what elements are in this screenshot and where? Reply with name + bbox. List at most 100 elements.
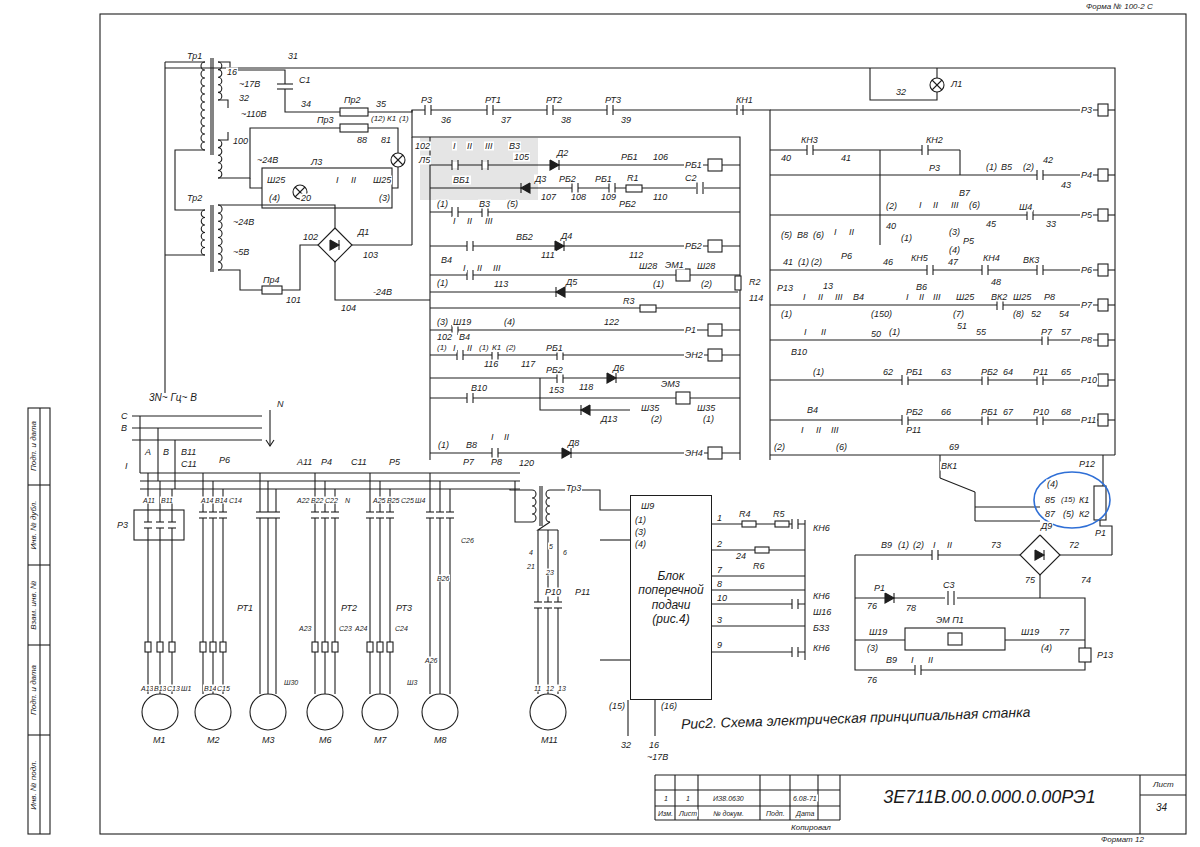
contact-gap — [555, 602, 561, 608]
schematic-label: А26 — [424, 657, 438, 664]
relay-coil — [708, 240, 722, 252]
contact-symbol — [907, 375, 908, 385]
relay-coil — [1098, 209, 1108, 221]
schematic-label: А11 — [296, 458, 313, 467]
schematic-label: С1 — [298, 76, 312, 85]
stamp-field-label: Инв. № дубл. — [30, 499, 38, 550]
transformer-winding — [218, 62, 222, 100]
contact-symbol — [1042, 170, 1043, 180]
schematic-label: (1) — [652, 280, 665, 289]
schematic-label: (5) — [506, 200, 519, 209]
contact-symbol — [554, 601, 562, 602]
schematic-label: (1) — [897, 541, 910, 550]
schematic-label: Ш4 — [1018, 203, 1033, 212]
wire — [139, 416, 140, 473]
contact-gap — [452, 209, 458, 215]
wire — [132, 427, 262, 428]
schematic-label: Р13 — [776, 284, 794, 293]
schematic-label: (3) — [436, 318, 449, 327]
contact-symbol — [462, 350, 463, 360]
relay-coil — [1098, 104, 1108, 116]
contact-symbol — [1036, 170, 1037, 180]
schematic-label: I — [932, 541, 937, 550]
schematic-label: 1 — [685, 795, 691, 802]
schematic-label: 69 — [948, 443, 960, 452]
title-block-line — [674, 775, 675, 820]
wire — [712, 651, 805, 652]
wire — [218, 132, 228, 140]
contact-symbol — [168, 527, 176, 528]
solenoid-coil — [676, 392, 690, 404]
wire — [282, 245, 318, 290]
schematic-label: Ш19 — [1020, 628, 1040, 637]
schematic-label: 38 — [560, 116, 572, 125]
contact-gap — [425, 107, 431, 113]
contact-gap — [1037, 267, 1043, 273]
contact-symbol — [492, 105, 493, 115]
schematic-label: (8) — [1012, 310, 1025, 319]
contact-gap — [332, 512, 338, 518]
schematic-label: N — [276, 400, 285, 409]
schematic-label: К1 — [386, 115, 397, 123]
schematic-label: 101 — [285, 296, 302, 305]
contact-symbol — [1002, 300, 1003, 310]
schematic-label: 21 — [526, 563, 536, 570]
wire — [879, 150, 880, 245]
schematic-label: Ш28 — [696, 262, 716, 271]
contact-gap — [607, 107, 613, 113]
schematic-label: М11 — [540, 736, 559, 745]
contact-gap — [927, 267, 933, 273]
wire — [804, 520, 805, 660]
schematic-label: 36 — [440, 116, 452, 125]
schematic-label: КН1 — [735, 96, 754, 105]
schematic-label: (6) — [835, 443, 848, 452]
schematic-label: К2 — [1078, 510, 1090, 519]
contact-symbol — [987, 265, 988, 275]
schematic-label: 23 — [545, 569, 555, 576]
wire — [1108, 269, 1115, 270]
thermal-element — [169, 642, 175, 652]
schematic-label: Р11 — [1080, 416, 1097, 425]
contact-symbol — [430, 105, 431, 115]
wire — [1108, 339, 1115, 340]
schematic-label: I — [124, 462, 129, 471]
diode-bar — [1043, 550, 1044, 560]
contact-symbol — [436, 517, 444, 518]
thermal-element — [210, 642, 216, 652]
schematic-label: 117 — [520, 360, 536, 369]
schematic-label: В11 — [160, 497, 174, 504]
schematic-label: М2 — [206, 736, 221, 745]
schematic-label: 76 — [866, 602, 878, 611]
schematic-label: Р11 — [905, 426, 922, 435]
resistor-symbol — [755, 547, 769, 553]
schematic-label: С — [120, 412, 129, 421]
schematic-label: Д2 — [556, 149, 569, 158]
wire — [132, 415, 262, 416]
wire — [855, 555, 1085, 670]
schematic-label: М6 — [318, 736, 333, 745]
fuse-symbol — [340, 108, 368, 116]
resistor-symbol — [775, 521, 789, 527]
schematic-label: Ш16 — [812, 608, 832, 617]
wire — [537, 530, 538, 694]
stamp-strip — [28, 408, 50, 834]
relay-coil — [708, 349, 722, 361]
schematic-label: 13 — [822, 282, 834, 291]
contact-symbol — [376, 511, 384, 512]
schematic-label: 66 — [940, 408, 952, 417]
shaded-area — [420, 138, 538, 200]
schematic-label: М7 — [373, 736, 388, 745]
schematic-label: РБ1 — [980, 408, 999, 417]
contact-symbol — [256, 511, 264, 512]
schematic-label: М1 — [152, 736, 167, 745]
title-block-line — [789, 775, 790, 820]
schematic-label: 34 — [300, 100, 312, 109]
wire — [334, 489, 335, 694]
contact-symbol — [446, 511, 454, 512]
diode-bar — [570, 448, 571, 458]
schematic-label: II — [932, 201, 939, 210]
wire — [540, 378, 630, 410]
schematic-label: РБ1 — [545, 344, 564, 353]
schematic-label: Л3 — [310, 158, 323, 167]
contact-gap — [452, 162, 458, 168]
